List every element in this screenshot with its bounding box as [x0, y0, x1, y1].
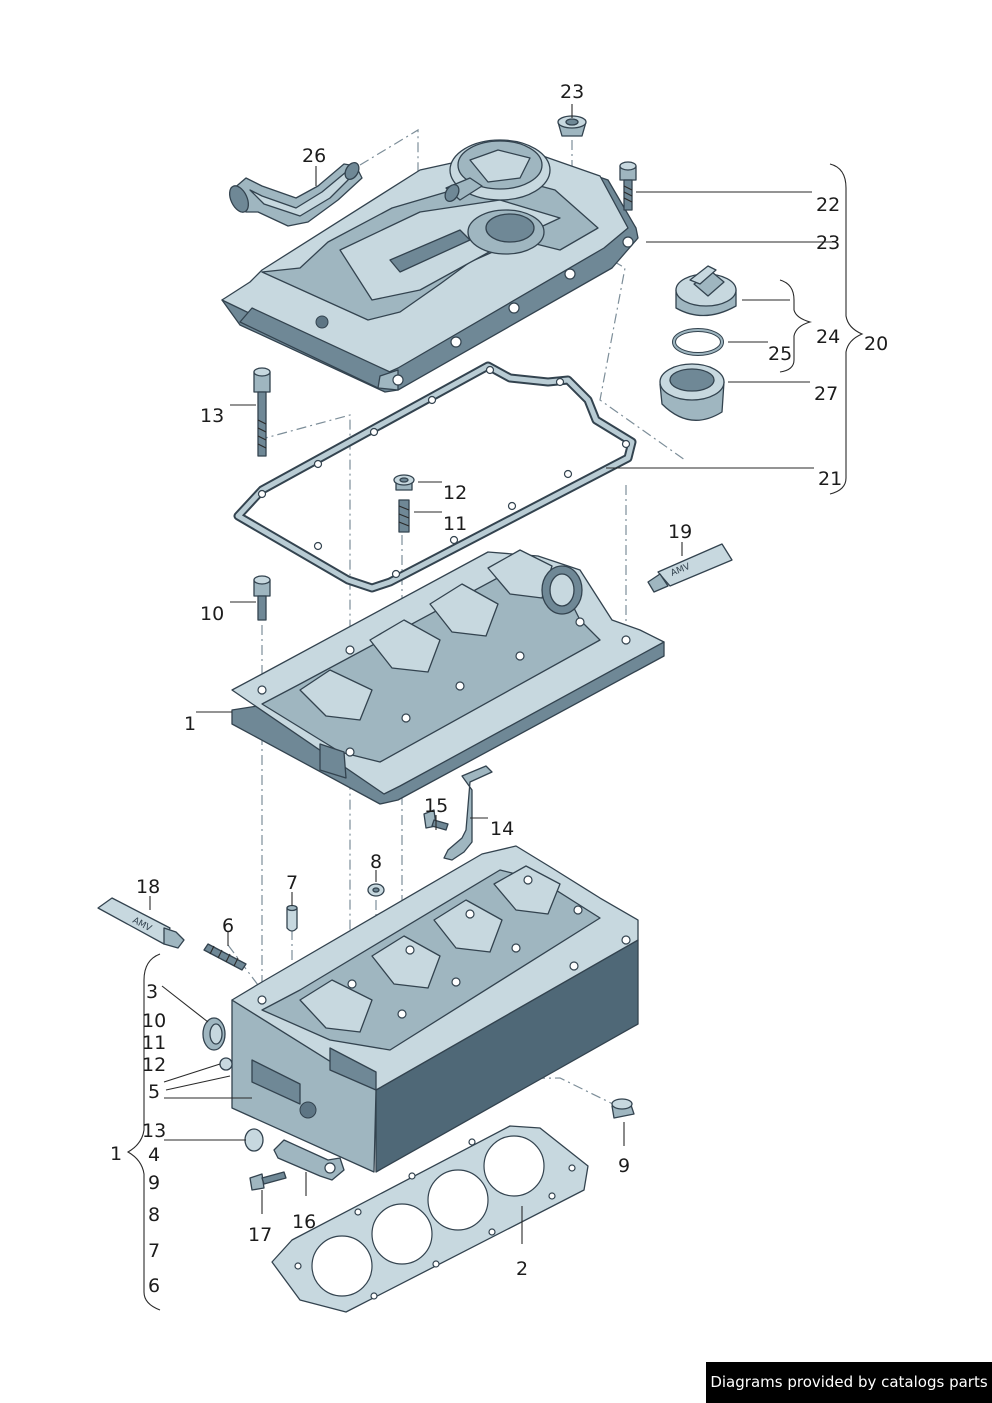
plug-13-part	[244, 1128, 264, 1152]
leader-lines	[126, 104, 864, 1311]
callout-17: 17	[248, 1224, 272, 1246]
callout-2: 2	[516, 1258, 528, 1280]
callout-16: 16	[292, 1211, 316, 1233]
attribution-banner: Diagrams provided by catalogs parts	[706, 1362, 992, 1403]
callout-8-list: 8	[148, 1204, 160, 1226]
callout-6-top: 6	[222, 915, 234, 937]
bolt-22-part	[619, 161, 637, 211]
callout-1-list: 1	[110, 1143, 122, 1165]
callout-8-top: 8	[370, 851, 382, 873]
callout-20: 20	[864, 333, 888, 355]
callout-7-top: 7	[286, 872, 298, 894]
callout-15: 15	[424, 795, 448, 817]
bearing-frame-part	[231, 549, 665, 805]
cover-gasket-part	[233, 361, 637, 593]
head-gasket-part	[271, 1125, 589, 1313]
callout-14: 14	[490, 818, 514, 840]
washer-8-part	[367, 883, 385, 897]
oil-filler-cap-part	[675, 265, 737, 317]
callout-19: 19	[668, 521, 692, 543]
callout-13-list: 13	[142, 1120, 166, 1142]
callout-21: 21	[818, 468, 842, 490]
bracket-14-part	[443, 765, 493, 861]
callout-10-top: 10	[200, 603, 224, 625]
dowel-pin-7-part	[286, 904, 298, 932]
callout-1-top: 1	[184, 713, 196, 735]
callout-12-list: 12	[142, 1054, 166, 1076]
plug-5-part	[219, 1057, 233, 1071]
callout-9-list: 9	[148, 1172, 160, 1194]
callout-24: 24	[816, 326, 840, 348]
callout-9-right: 9	[618, 1155, 630, 1177]
stud-11-part	[398, 499, 410, 533]
stud-6-part	[203, 943, 247, 971]
callout-23-right: 23	[816, 232, 840, 254]
callout-4: 4	[148, 1144, 160, 1166]
nut-12-part	[393, 474, 415, 491]
callout-5: 5	[148, 1081, 160, 1103]
callout-27: 27	[814, 383, 838, 405]
callout-11-top: 11	[443, 513, 467, 535]
sealant-tube-18-part: AMV	[97, 897, 185, 949]
shaft-seal-3-part	[202, 1017, 226, 1051]
bolt-10-part	[253, 575, 271, 621]
callout-13-top: 13	[200, 405, 224, 427]
cylinder-head-cover-part	[221, 139, 639, 393]
callout-7-list: 7	[148, 1240, 160, 1262]
callout-6-list: 6	[148, 1275, 160, 1297]
long-bolt-13-part	[253, 367, 271, 457]
screw-plug-9-part	[611, 1098, 635, 1119]
o-ring-25-part	[672, 328, 724, 356]
bolt-17-part	[249, 1171, 287, 1191]
callout-25: 25	[768, 343, 792, 365]
cylinder-head-part	[231, 845, 639, 1173]
callout-labels: 23 26 22 23 24 25 20 27 13 21 12 11 19 1…	[110, 81, 888, 1297]
filler-neck-part	[659, 363, 725, 421]
callout-22: 22	[816, 194, 840, 216]
seal-cap-23-part	[557, 115, 587, 137]
callout-3: 3	[146, 981, 158, 1003]
callout-12-top: 12	[443, 482, 467, 504]
breather-hose-part	[228, 161, 363, 227]
callout-23-top: 23	[560, 81, 584, 103]
sealant-tube-19-part: AMV	[647, 543, 733, 593]
callout-26: 26	[302, 145, 326, 167]
callout-10-list: 10	[142, 1010, 166, 1032]
bracket-16-part	[273, 1139, 345, 1181]
callout-11-list: 11	[142, 1032, 166, 1054]
callout-18: 18	[136, 876, 160, 898]
